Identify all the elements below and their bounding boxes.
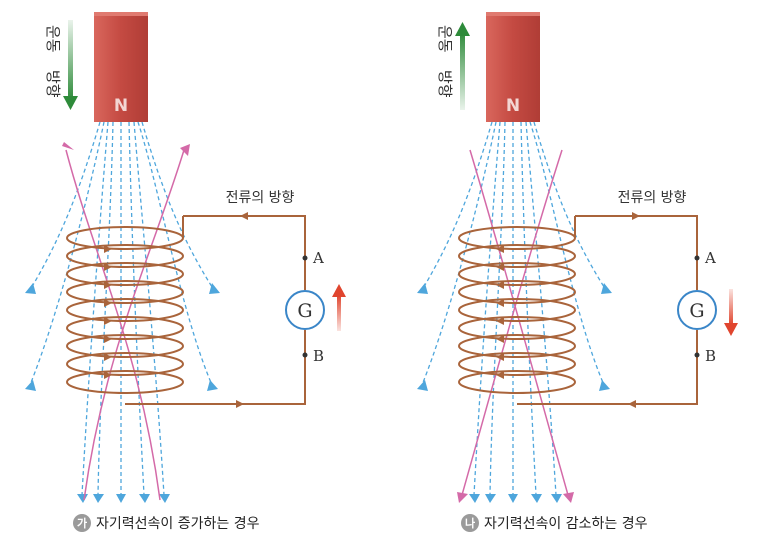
wire-arrow-bottom bbox=[236, 400, 244, 408]
point-a-dot bbox=[694, 255, 700, 261]
caption-text: 자기력선속이 감소하는 경우 bbox=[484, 516, 648, 532]
galvanometer-label: G bbox=[297, 300, 312, 322]
caption-badge-text: 가 bbox=[77, 516, 87, 530]
point-b-dot bbox=[302, 352, 308, 358]
point-b-label: B bbox=[705, 347, 716, 365]
galvanometer-label: G bbox=[689, 300, 704, 322]
caption-badge-text: 나 bbox=[465, 516, 475, 530]
wire-arrow-top bbox=[240, 212, 248, 220]
bar-magnet: N bbox=[486, 12, 540, 122]
field-arrowheads bbox=[25, 283, 220, 503]
caption: 가 자기력선속이 증가하는 경우 bbox=[73, 514, 260, 532]
current-direction-label: 전류의 방향 bbox=[618, 190, 687, 206]
caption-badge bbox=[73, 514, 91, 532]
coil-arrows bbox=[104, 245, 112, 379]
induced-field-lines bbox=[65, 149, 185, 501]
field-lines bbox=[29, 121, 215, 496]
coil-arrows bbox=[496, 245, 504, 379]
bar-magnet: N bbox=[94, 12, 148, 122]
magnet-pole-label: N bbox=[114, 96, 128, 116]
current-arrow-down bbox=[724, 289, 738, 336]
motion-label: 운동 방향 bbox=[44, 25, 62, 98]
point-a-dot bbox=[302, 255, 308, 261]
motion-label-line1: 운동 bbox=[44, 25, 62, 53]
panel-ga: 운동 방향 N bbox=[25, 12, 346, 532]
galvanometer: G bbox=[677, 290, 717, 330]
circuit-wire bbox=[517, 215, 698, 405]
galvanometer: G bbox=[285, 290, 325, 330]
induced-field-arrowheads bbox=[62, 142, 190, 156]
caption-badge bbox=[461, 514, 479, 532]
current-arrow-up bbox=[332, 284, 346, 331]
point-b-label: B bbox=[313, 347, 324, 365]
caption-text: 자기력선속이 증가하는 경우 bbox=[96, 516, 260, 532]
magnet-pole-label: N bbox=[506, 96, 520, 116]
motion-arrow-down bbox=[63, 20, 78, 110]
induced-field-lines bbox=[461, 149, 569, 496]
panel-na: 운동 방향 N bbox=[417, 12, 738, 532]
point-a-label: A bbox=[312, 249, 324, 267]
motion-label-line2: 방향 bbox=[436, 70, 454, 98]
point-b-dot bbox=[694, 352, 700, 358]
field-arrowheads bbox=[417, 283, 612, 503]
wire-arrow-bottom bbox=[628, 400, 636, 408]
induced-field-arrowheads bbox=[457, 492, 574, 503]
motion-label: 운동 방향 bbox=[436, 25, 454, 98]
coil bbox=[458, 226, 576, 394]
point-a-label: A bbox=[704, 249, 716, 267]
motion-arrow-up bbox=[455, 22, 470, 110]
current-direction-label: 전류의 방향 bbox=[226, 190, 295, 206]
coil bbox=[66, 226, 184, 394]
wire-arrow-top bbox=[632, 212, 640, 220]
motion-label-line1: 운동 bbox=[436, 25, 454, 53]
motion-label-line2: 방향 bbox=[44, 70, 62, 98]
caption: 나 자기력선속이 감소하는 경우 bbox=[461, 514, 648, 532]
